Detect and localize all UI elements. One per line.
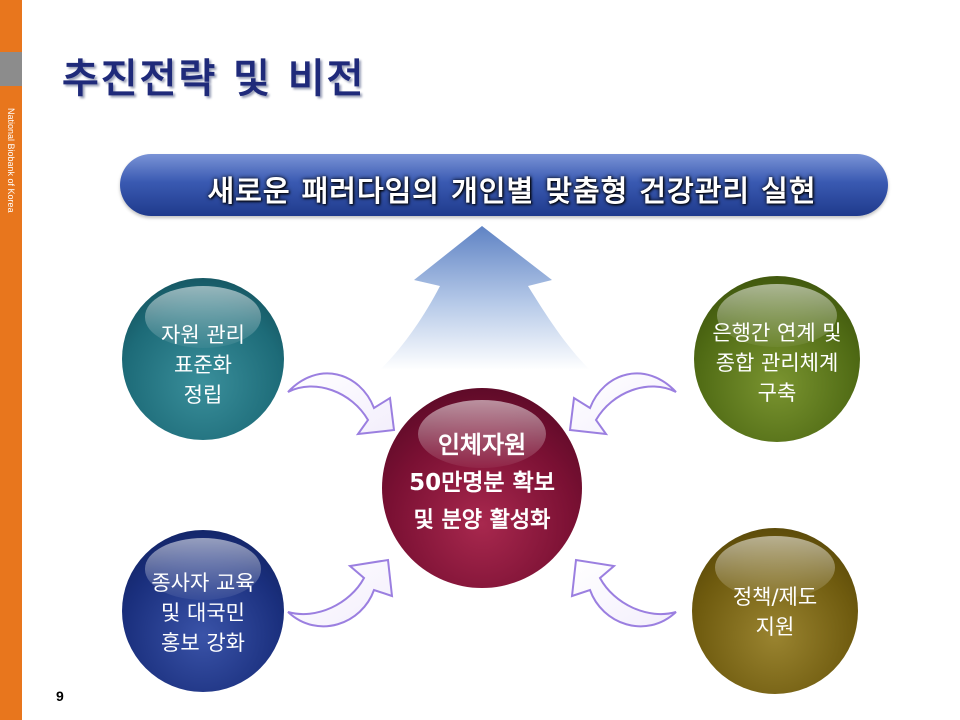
circle-line: 자원 관리 — [161, 323, 245, 347]
circle-line: 및 대국민 — [161, 601, 245, 625]
center-line-2: 50만명분 확보 — [409, 470, 555, 496]
circle-line: 정책/제도 — [732, 585, 818, 609]
curved-arrow-top-right — [568, 372, 677, 436]
circle-text: 정책/제도 지원 — [692, 582, 858, 642]
circle-line: 은행간 연계 및 — [712, 321, 842, 345]
sidebar-bar — [0, 0, 22, 720]
circle-bank-network: 은행간 연계 및 종합 관리체계 구축 — [694, 276, 860, 442]
curved-arrow-bottom-left — [287, 558, 394, 628]
circle-line: 홍보 강화 — [161, 631, 245, 655]
circle-resource-standardization: 자원 관리 표준화 정립 — [122, 278, 284, 440]
vision-banner — [120, 154, 888, 216]
circle-policy-support: 정책/제도 지원 — [692, 528, 858, 694]
center-line-1: 인체자원 — [437, 431, 527, 459]
center-line-3: 및 분양 활성화 — [413, 508, 551, 533]
circle-line: 종사자 교육 — [151, 571, 255, 595]
circle-education-promotion: 종사자 교육 및 대국민 홍보 강화 — [122, 530, 284, 692]
vision-banner-text: 새로운 패러다임의 개인별 맞춤형 건강관리 실현 — [207, 174, 817, 208]
page-number: 9 — [56, 688, 64, 704]
circle-line: 지원 — [755, 615, 795, 639]
upward-arrow — [380, 226, 590, 370]
page-title: 추진전략 및 비전 — [62, 56, 366, 102]
sidebar-accent — [0, 52, 22, 86]
gloss-highlight — [144, 286, 262, 348]
center-circle: 인체자원 50만명분 확보 및 분양 활성화 — [382, 388, 582, 588]
gloss-highlight — [717, 284, 837, 348]
curved-arrow-bottom-right — [570, 558, 677, 628]
circle-line: 표준화 — [174, 353, 232, 377]
curved-arrow-top-left — [287, 372, 396, 436]
center-text: 인체자원 50만명분 확보 및 분양 활성화 — [382, 426, 582, 540]
circle-line: 종합 관리체계 — [715, 351, 839, 375]
circle-line: 구축 — [757, 381, 797, 405]
circle-text: 은행간 연계 및 종합 관리체계 구축 — [694, 318, 860, 408]
gloss-highlight — [418, 400, 546, 468]
gloss-highlight — [715, 536, 835, 600]
circle-line: 정립 — [183, 383, 223, 407]
circle-text: 종사자 교육 및 대국민 홍보 강화 — [122, 568, 284, 658]
circle-text: 자원 관리 표준화 정립 — [122, 320, 284, 410]
gloss-highlight — [144, 538, 262, 600]
